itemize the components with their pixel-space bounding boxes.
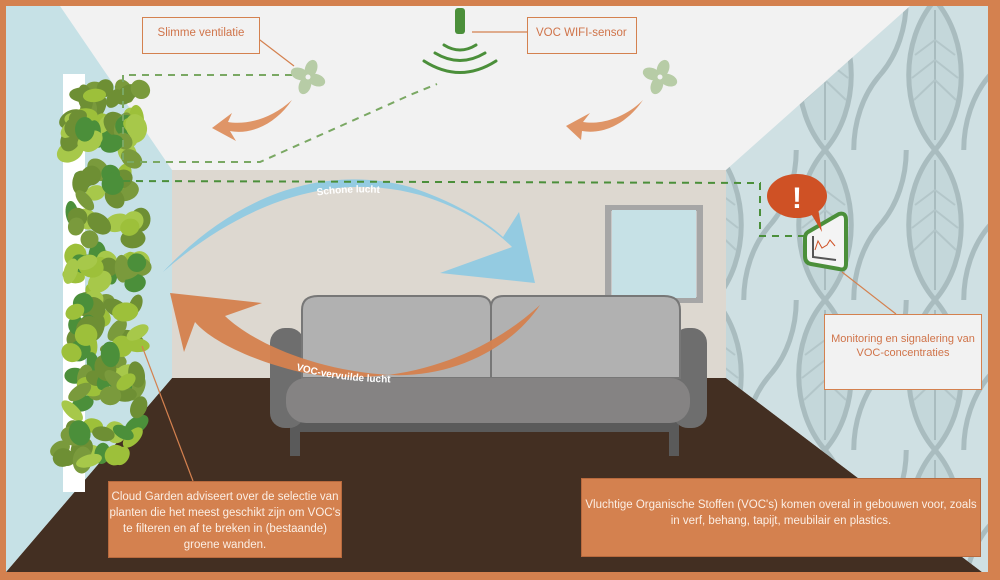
plant-leaf: [120, 218, 140, 236]
plant-leaf: [82, 88, 107, 103]
plant-leaf: [65, 303, 85, 320]
plant-leaf: [126, 324, 149, 341]
monitor-chart-icon: [803, 211, 848, 272]
airflow-arrow: [566, 100, 643, 140]
plant-leaf: [107, 318, 127, 342]
monitoring-label: Monitoring en signalering van VOC-concen…: [824, 314, 982, 390]
plant-leaf: [68, 420, 91, 446]
right-wall-wallpaper: [726, 6, 988, 572]
plant-leaf: [87, 212, 112, 235]
plant-leaf: [100, 341, 120, 368]
plant-leaf: [99, 386, 122, 406]
plant-leaf: [120, 149, 143, 169]
plant-leaf: [75, 254, 98, 271]
fan-icon: [642, 59, 678, 95]
alert-bubble-icon: !: [767, 174, 827, 232]
plant-leaf: [100, 134, 124, 153]
plant-leaf: [63, 258, 79, 284]
plant-leaf: [127, 253, 147, 273]
plant-leaf: [130, 79, 151, 100]
voc-info-label: Vluchtige Organische Stoffen (VOC's) kom…: [581, 478, 981, 557]
plant-leaf: [85, 185, 106, 201]
airflow-arrow: [212, 100, 292, 141]
plant-leaf: [80, 230, 99, 249]
plant-leaf: [112, 302, 139, 322]
clean-air-arrow: Schone lucht: [163, 179, 535, 283]
plant-leaf: [61, 343, 82, 363]
plant-leaf: [130, 396, 148, 419]
green-wall-plants: [50, 79, 152, 474]
plant-leaf: [92, 426, 115, 442]
plant-leaf: [68, 382, 92, 402]
plant-leaf: [125, 114, 148, 140]
fan-icon: [290, 59, 326, 95]
window: [605, 205, 703, 303]
plant-leaf: [75, 190, 95, 211]
plant-leaf: [75, 117, 95, 142]
plant-leaf: [72, 170, 90, 196]
plant-leaf: [112, 424, 134, 441]
sensor-label: VOC WIFI-sensor: [527, 17, 637, 54]
plant-leaf: [74, 324, 98, 346]
plant-leaf: [67, 217, 85, 236]
plant-leaf: [61, 400, 83, 422]
plant-leaf: [101, 172, 124, 195]
alert-symbol: !: [792, 182, 802, 215]
plant-leaf: [105, 89, 122, 108]
ventilation-label: Slimme ventilatie: [142, 17, 260, 54]
frame-border-right: [988, 6, 994, 572]
plant-leaf: [113, 446, 130, 466]
sensor-connection-lines: [122, 74, 805, 237]
cloud-garden-label: Cloud Garden adviseert over de selectie …: [108, 481, 342, 558]
wifi-sensor-icon: [422, 8, 498, 74]
plant-leaf: [116, 373, 136, 391]
plant-leaf: [76, 453, 102, 468]
callout-connectors: [141, 31, 897, 482]
clean-air-label: Schone lucht: [316, 184, 381, 198]
svg-text:Schone lucht: Schone lucht: [316, 184, 381, 198]
